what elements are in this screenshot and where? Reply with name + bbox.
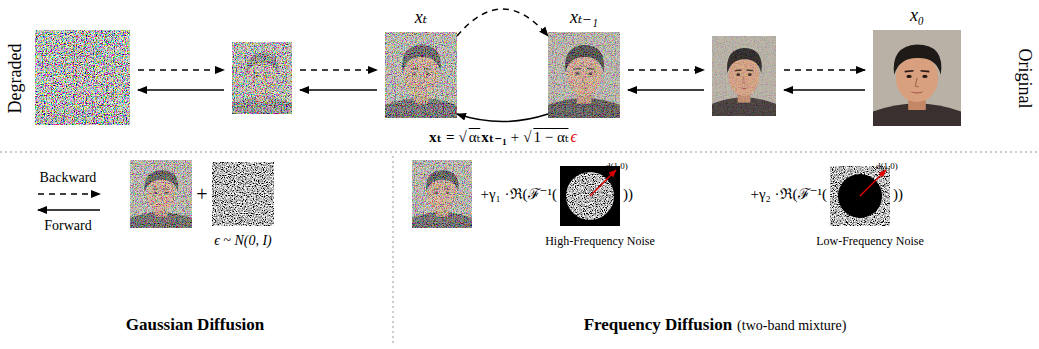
step-arrow — [457, 114, 548, 122]
axis-label: Original — [1013, 48, 1036, 108]
label-holder: Low-Frequency Noise — [816, 231, 924, 249]
distance-label: d(1,0) — [606, 161, 628, 172]
distance-label: d(1,0) — [876, 161, 898, 172]
caption-label: High-Frequency Noise — [545, 234, 655, 249]
direction-label: Backward — [40, 169, 97, 187]
label-holder: )) — [893, 185, 903, 204]
equation-row: Frequency Diffusion (two-band mixture) — [584, 314, 847, 335]
label-holder: Forward — [44, 216, 91, 235]
label-holder: Gaussian Diffusion — [126, 314, 264, 335]
equation-term: +γ₂ ·ℜ(ℱ⁻¹( — [751, 185, 827, 204]
image-frame: xₜ₋₁ — [548, 6, 620, 118]
frame-label: xₜ — [385, 6, 457, 28]
label-holder: Original — [1013, 48, 1036, 108]
label-holder: Degraded — [5, 43, 28, 113]
label-holder: d(1,0) — [606, 155, 628, 173]
equation-term: xₜ₋₁ — [481, 128, 506, 147]
axis-label: Degraded — [5, 43, 28, 113]
noise-symbol: ϵ — [570, 127, 576, 147]
equation-row: xₜ =√αₜxₜ₋₁+√1 − αₜϵ — [429, 127, 577, 147]
direction-label: Forward — [44, 217, 91, 235]
section-subtitle: (two-band mixture) — [737, 317, 846, 335]
equation-term: xₜ = — [429, 128, 454, 147]
label-holder: +γ₁ ·ℜ(ℱ⁻¹( — [481, 185, 557, 204]
label-holder: +γ₂ ·ℜ(ℱ⁻¹( — [751, 185, 827, 204]
equation-term: αₜ — [469, 128, 481, 147]
label-holder: ϵ ~ N(0, I) — [214, 231, 272, 250]
equation-term: ϵ ~ N(0, I) — [214, 232, 272, 250]
frame-label: xₜ₋₁ — [548, 6, 620, 28]
plus-sign: + — [196, 182, 207, 207]
section-title: Gaussian Diffusion — [126, 314, 264, 335]
equation-term: √ — [458, 128, 466, 147]
image-frame: xₜ — [385, 6, 457, 118]
section-title: Frequency Diffusion — [584, 314, 732, 335]
equation-term: +γ₁ ·ℜ(ℱ⁻¹( — [481, 185, 557, 204]
label-holder: High-Frequency Noise — [545, 231, 655, 249]
label-holder: )) — [623, 185, 633, 204]
label-holder: Backward — [40, 168, 97, 187]
image-frame: x₀ — [873, 4, 961, 126]
label-holder: + — [196, 182, 207, 207]
frame-label: x₀ — [873, 4, 961, 26]
equation-term: )) — [623, 185, 633, 204]
label-holder: d(1,0) — [876, 155, 898, 173]
equation-term: + — [511, 128, 519, 147]
caption-label: Low-Frequency Noise — [816, 234, 924, 249]
step-arrow — [457, 9, 548, 36]
equation-term: 1 − αₜ — [533, 128, 568, 147]
equation-term: )) — [893, 185, 903, 204]
equation-term: √ — [523, 128, 531, 147]
